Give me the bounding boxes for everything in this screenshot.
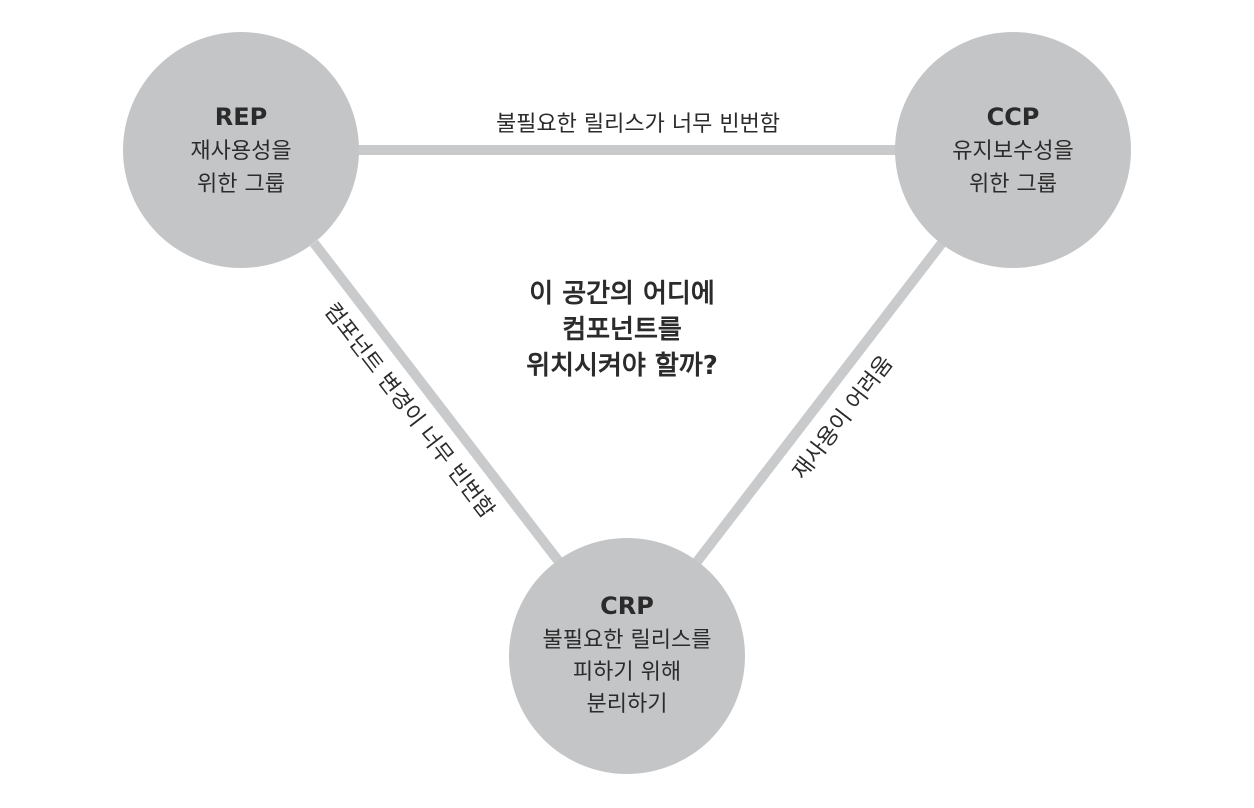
node-rep: REP 재사용성을 위한 그룹: [123, 32, 359, 268]
center-question-line3: 위치시켜야 할까?: [526, 351, 718, 381]
node-ccp-circle: [895, 32, 1131, 268]
center-question-line2: 컴포넌트를: [562, 315, 682, 345]
center-question-line1: 이 공간의 어디에: [529, 279, 715, 309]
node-ccp-line1: 유지보수성을: [952, 139, 1073, 164]
node-crp-title: CRP: [600, 592, 654, 620]
node-ccp-line2: 위한 그룹: [969, 172, 1057, 197]
node-rep-line1: 재사용성을: [190, 139, 291, 164]
node-rep-circle: [123, 32, 359, 268]
edge-rep-crp: [310, 239, 564, 567]
node-crp-line3: 분리하기: [587, 692, 668, 717]
node-ccp: CCP 유지보수성을 위한 그룹: [895, 32, 1131, 268]
node-ccp-title: CCP: [987, 103, 1040, 131]
node-rep-line2: 위한 그룹: [197, 172, 285, 197]
node-rep-title: REP: [215, 103, 267, 131]
node-crp-circle: [509, 538, 745, 774]
node-crp: CRP 불필요한 릴리스를 피하기 위해 분리하기: [509, 538, 745, 774]
edge-label-top: 불필요한 릴리스가 너무 빈번함: [496, 112, 780, 137]
center-question: 이 공간의 어디에 컴포넌트를 위치시켜야 할까?: [526, 279, 718, 381]
node-crp-line2: 피하기 위해: [573, 660, 681, 685]
edge-ccp-crp: [692, 239, 946, 567]
edge-label-left: 컴포넌트 변경이 너무 빈번함: [319, 299, 499, 524]
node-crp-line1: 불필요한 릴리스를: [543, 628, 712, 653]
